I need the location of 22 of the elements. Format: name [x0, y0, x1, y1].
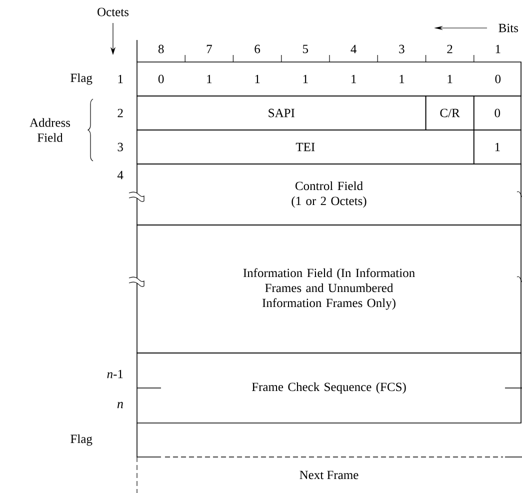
field-box: SAPI: [136, 96, 426, 130]
octet-number: 4: [117, 170, 124, 180]
octet-number: 3: [118, 142, 123, 152]
octet-number: 2: [118, 108, 123, 118]
field-box: TEI: [136, 130, 474, 164]
field-box: 0: [473, 96, 522, 130]
row-label: Flag: [70, 73, 92, 85]
axis-label: Bits: [498, 24, 518, 32]
field-box: [136, 422, 522, 458]
flag-row: 0 1 1 1 1 1 1 0: [136, 62, 522, 96]
row-label: Flag: [70, 434, 92, 446]
field-box: C/R: [425, 96, 474, 130]
field-box: Control Field (1 or 2 Octets): [136, 164, 522, 226]
octet-number: n: [117, 402, 123, 408]
field-label: Address Field: [30, 118, 70, 142]
octet-number: 1: [118, 74, 123, 84]
field-box: Information Field (In Information Frames and Unnumbered Information Frames Only): [136, 224, 522, 354]
octet-number: n-1: [107, 370, 123, 378]
next-frame-box: Next Frame: [136, 456, 358, 493]
axis-label: Octets: [98, 8, 129, 16]
field-box: Frame Check Sequence (FCS): [136, 352, 522, 424]
field-box: 1: [473, 130, 522, 164]
